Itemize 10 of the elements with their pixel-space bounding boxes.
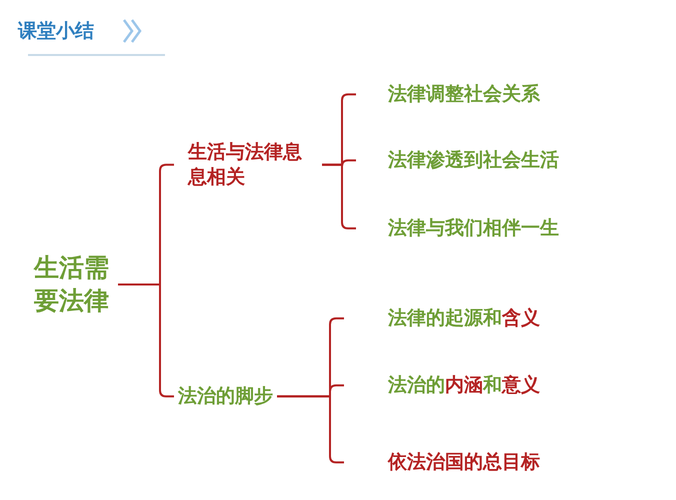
leaf-label: 法律渗透到社会生活 bbox=[388, 148, 559, 173]
leaf-label: 法治的内涵和意义 bbox=[388, 373, 540, 398]
branch-label: 生活与法律息息相关 bbox=[188, 140, 318, 190]
branch-label: 法治的脚步 bbox=[178, 384, 273, 409]
topic-label: 生活需要法律 bbox=[34, 252, 114, 317]
leaf-label: 法律调整社会关系 bbox=[388, 82, 540, 107]
leaf-label: 法律的起源和含义 bbox=[388, 306, 540, 331]
leaf-label: 法律与我们相伴一生 bbox=[388, 216, 559, 241]
title: 课堂小结 bbox=[18, 19, 94, 44]
leaf-label: 依法治国的总目标 bbox=[388, 450, 540, 475]
